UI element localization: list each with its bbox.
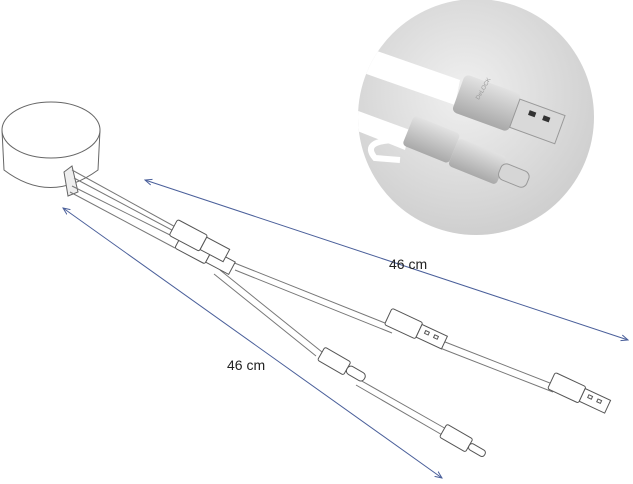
cable-reel [1, 101, 101, 197]
lightning-connector [439, 424, 486, 457]
usb-c-connector [317, 347, 366, 382]
connector-detail-inset: DeLOCK [358, 0, 594, 235]
dimension-label-bottom: 46 cm [227, 357, 266, 373]
dimension-line-bottom [63, 208, 442, 478]
usb-a-connector-3 [384, 308, 449, 350]
dimension-label-top: 46 cm [389, 256, 428, 272]
usb-a-connector-4 [547, 372, 612, 414]
